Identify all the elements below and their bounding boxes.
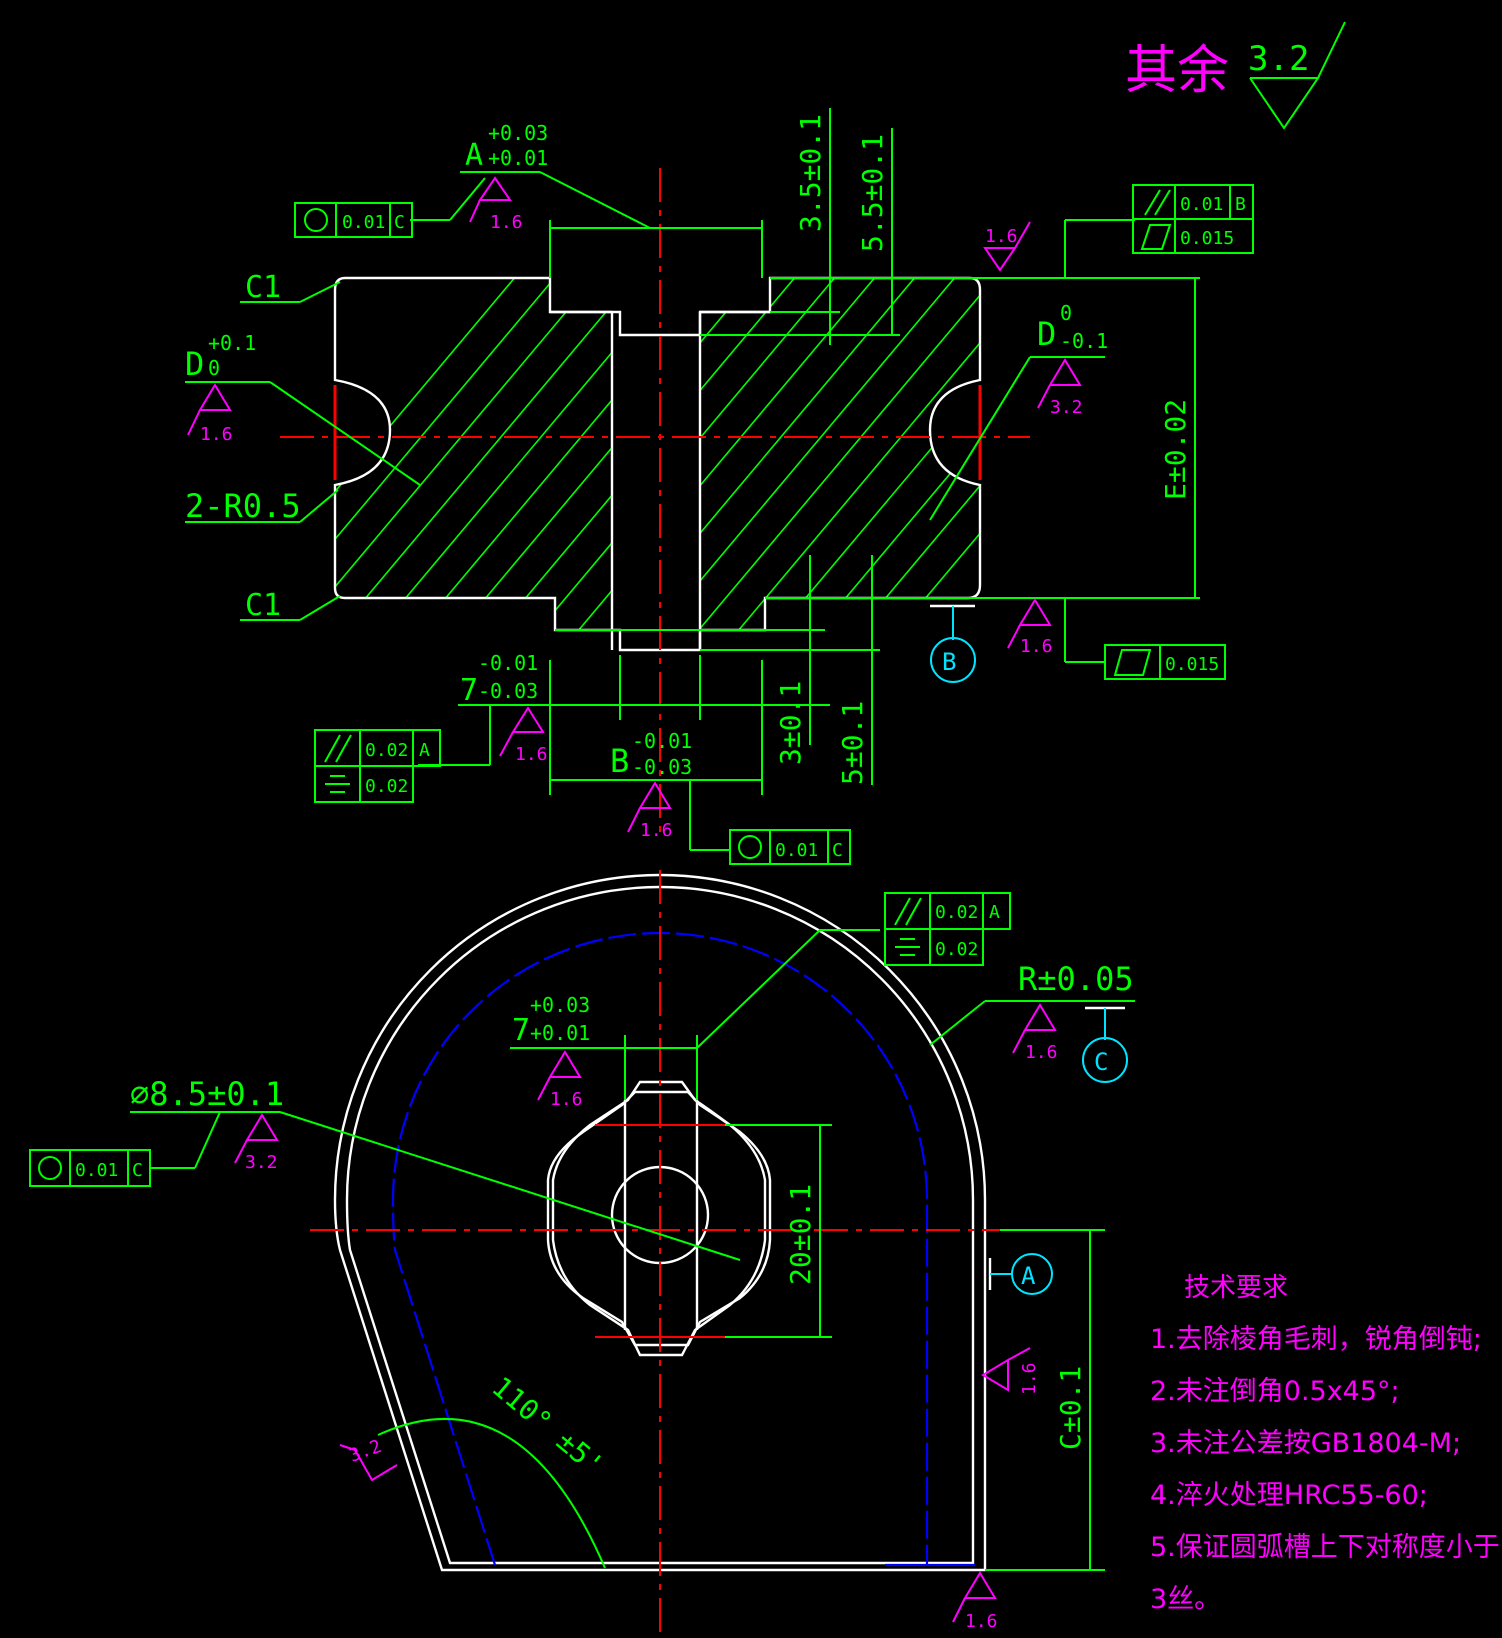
svg-text:7: 7 — [512, 1013, 530, 1048]
svg-text:+0.03: +0.03 — [488, 121, 548, 145]
svg-text:C1: C1 — [245, 270, 281, 305]
svg-text:1.6: 1.6 — [965, 1611, 998, 1632]
svg-text:110° ±5': 110° ±5' — [486, 1370, 611, 1482]
requirement-item: 3.未注公差按GB1804-M; — [1150, 1428, 1462, 1459]
svg-text:C1: C1 — [245, 588, 281, 623]
general-roughness-symbol: 3.2 — [1248, 21, 1346, 130]
svg-text:-0.1: -0.1 — [1060, 329, 1108, 353]
svg-text:A: A — [465, 138, 483, 173]
svg-text:3.2: 3.2 — [245, 1152, 278, 1173]
svg-text:0.02: 0.02 — [365, 740, 408, 761]
svg-text:+0.03: +0.03 — [530, 993, 590, 1017]
svg-text:3.2: 3.2 — [347, 1436, 385, 1467]
datum-c-marker: C — [1082, 1006, 1128, 1083]
svg-text:A: A — [419, 740, 430, 761]
svg-text:3.5±0.1: 3.5±0.1 — [794, 114, 827, 232]
section-hatch — [335, 278, 980, 650]
svg-text:1.6: 1.6 — [515, 744, 548, 765]
svg-text:+0.01: +0.01 — [488, 146, 548, 170]
feature-control-frames — [29, 184, 1254, 1187]
svg-text:-0.03: -0.03 — [478, 679, 538, 703]
svg-text:20±0.1: 20±0.1 — [784, 1184, 817, 1285]
svg-text:1.6: 1.6 — [1025, 1042, 1058, 1063]
technical-requirements-title: 技术要求 — [1184, 1273, 1289, 1303]
svg-text:0.02: 0.02 — [935, 902, 978, 923]
svg-text:0: 0 — [208, 356, 220, 380]
requirement-item: 5.保证圆弧槽上下对称度小于3丝。 — [1150, 1532, 1500, 1615]
svg-text:0.015: 0.015 — [1165, 654, 1219, 675]
technical-requirements: 技术要求 1.去除棱角毛刺，锐角倒钝; 2.未注倒角0.5x45°; 3.未注公… — [1150, 1262, 1502, 1626]
svg-text:1.6: 1.6 — [1020, 636, 1053, 657]
svg-text:0.01: 0.01 — [1180, 194, 1223, 215]
svg-text:-0.01: -0.01 — [478, 651, 538, 675]
svg-text:0.02: 0.02 — [365, 776, 408, 797]
svg-text:1.6: 1.6 — [200, 424, 233, 445]
svg-text:B: B — [610, 742, 629, 780]
section-view: B — [185, 108, 1200, 851]
svg-text:7: 7 — [460, 673, 478, 708]
svg-text:C: C — [394, 212, 405, 233]
svg-text:D: D — [1037, 315, 1056, 353]
svg-text:1.6: 1.6 — [490, 212, 523, 233]
svg-text:B: B — [1235, 194, 1246, 215]
svg-text:1.6: 1.6 — [985, 226, 1018, 247]
roughness-symbols — [187, 176, 1082, 1623]
datum-a-marker: A — [988, 1253, 1053, 1295]
svg-text:-0.03: -0.03 — [632, 755, 692, 779]
svg-text:0.02: 0.02 — [935, 939, 978, 960]
svg-text:-0.01: -0.01 — [632, 729, 692, 753]
svg-text:3.2: 3.2 — [1050, 397, 1083, 418]
svg-text:+0.1: +0.1 — [208, 331, 256, 355]
svg-text:⌀8.5±0.1: ⌀8.5±0.1 — [130, 1075, 284, 1113]
requirement-item: 2.未注倒角0.5x45°; — [1150, 1376, 1400, 1407]
datum-b-label: B — [942, 648, 956, 676]
svg-text:0.01: 0.01 — [75, 1160, 118, 1181]
hidden-groove — [391, 931, 929, 1566]
requirement-item: 4.淬火处理HRC55-60; — [1150, 1480, 1428, 1511]
svg-text:+0.01: +0.01 — [530, 1021, 590, 1045]
plan-outer-outline — [333, 873, 987, 1572]
svg-text:1.6: 1.6 — [640, 820, 673, 841]
svg-text:C: C — [832, 840, 843, 861]
svg-text:E±0.02: E±0.02 — [1159, 399, 1192, 500]
plan-view: A C — [130, 870, 1135, 1638]
roughness-values: 1.6 1.6 3.2 1.6 1.6 1.6 1.6 1.6 3.2 1.6 … — [200, 212, 1083, 1632]
svg-text:3±0.1: 3±0.1 — [774, 681, 807, 765]
svg-text:5.5±0.1: 5.5±0.1 — [856, 134, 889, 252]
svg-text:0.015: 0.015 — [1180, 228, 1234, 249]
svg-text:A: A — [989, 902, 1000, 923]
datum-a-label: A — [1021, 1262, 1036, 1290]
svg-text:0.01: 0.01 — [342, 212, 385, 233]
svg-text:C±0.1: C±0.1 — [1054, 1366, 1087, 1450]
svg-text:0.01: 0.01 — [775, 840, 818, 861]
svg-text:5±0.1: 5±0.1 — [836, 701, 869, 785]
svg-text:1.6: 1.6 — [550, 1089, 583, 1110]
requirement-item: 1.去除棱角毛刺，锐角倒钝; — [1150, 1324, 1482, 1355]
datum-c-label: C — [1094, 1048, 1108, 1076]
svg-text:1.6: 1.6 — [1019, 1362, 1040, 1395]
svg-text:D: D — [185, 345, 204, 383]
datum-b-marker: B — [930, 604, 976, 683]
svg-text:0: 0 — [1060, 301, 1072, 325]
svg-text:C: C — [132, 1160, 143, 1181]
svg-text:3.2: 3.2 — [1248, 39, 1309, 79]
general-roughness-prefix: 其余 — [1125, 41, 1230, 101]
svg-text:2-R0.5: 2-R0.5 — [185, 487, 301, 525]
svg-text:R±0.05: R±0.05 — [1018, 960, 1134, 998]
